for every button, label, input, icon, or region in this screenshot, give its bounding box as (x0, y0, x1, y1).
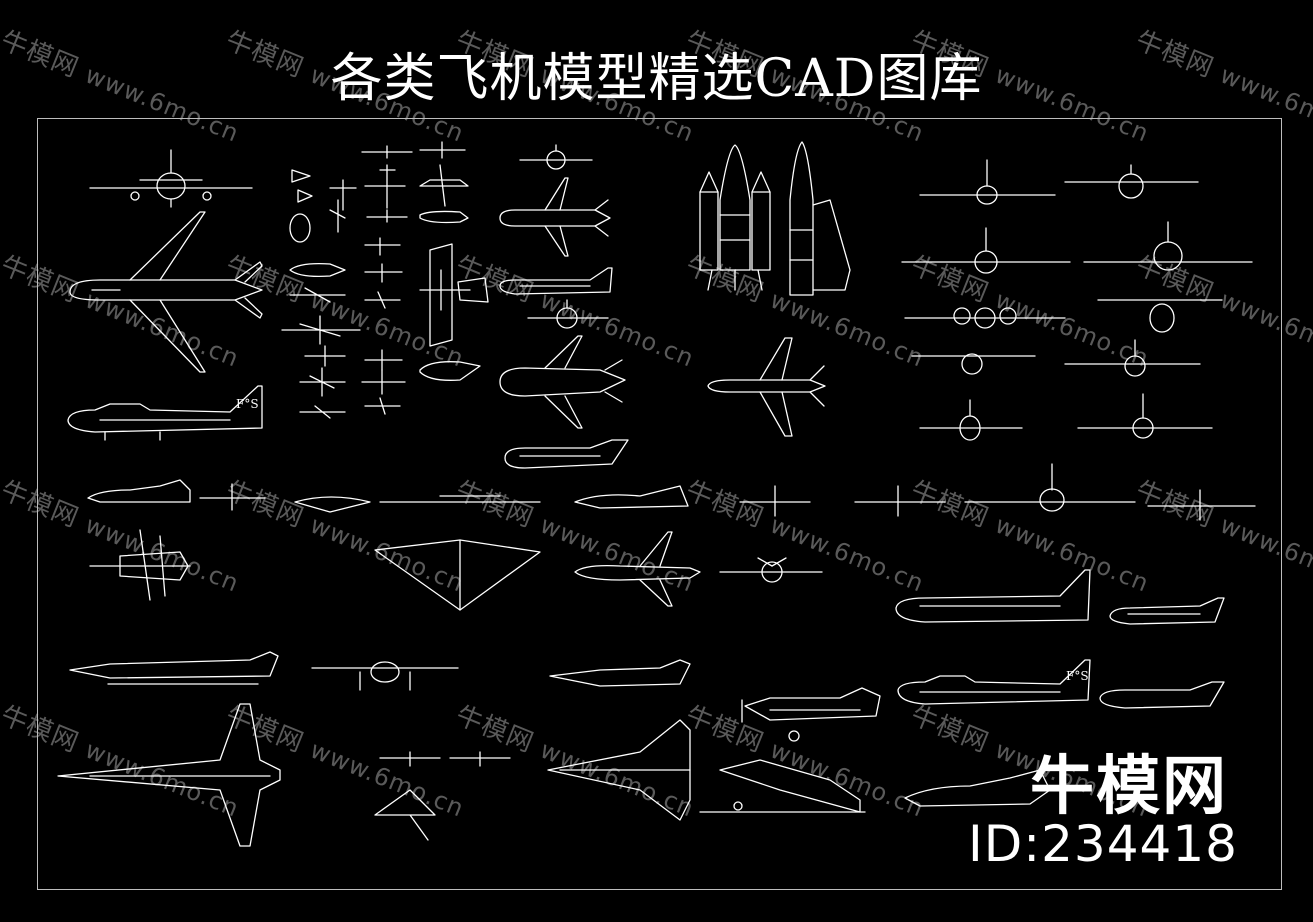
cargo-jet-side-right (1099, 681, 1225, 709)
stealth-jet-front (311, 661, 459, 691)
fighter-front-view (719, 557, 823, 583)
brand-logo: 牛模网 (1030, 750, 1228, 824)
small-aircraft-grid (281, 169, 361, 419)
id-label: ID:234418 (968, 815, 1238, 873)
supersonic-jet-side-center (549, 659, 691, 687)
svg-text:F°S: F°S (1066, 669, 1089, 683)
airliner-front-view (89, 149, 253, 208)
flying-wing-bomber (374, 539, 541, 611)
jetliner-side-small (499, 267, 613, 295)
propeller-fighter-perspective (699, 759, 866, 813)
jetliner-front-small (519, 144, 593, 170)
propeller-fighter-side (741, 687, 881, 742)
drawing-frame (37, 118, 1282, 890)
fighter-top-view (707, 337, 826, 437)
jumbo-jet-side-right: F°S (897, 659, 1091, 705)
prop-plane-top-view (419, 243, 489, 381)
aircraft-front-views-right (901, 159, 1253, 441)
fighter-top-views-small (361, 141, 469, 415)
space-shuttle-stack-front (699, 144, 771, 291)
fighter-top-view-left (89, 529, 191, 601)
jetliner-top-medium (499, 335, 626, 429)
jetliner-top-small (499, 177, 611, 257)
delta-wing-top-left (57, 703, 281, 847)
fighter-side-views-row (87, 463, 1256, 521)
supersonic-jet-side (69, 651, 279, 685)
fighter-side-lower-right (904, 769, 1051, 807)
tiny-jets (374, 751, 511, 841)
drawing-title: 各类飞机模型精选CAD图库 (330, 49, 983, 109)
airliner-top-view (69, 211, 263, 373)
airliner-side-long (895, 569, 1091, 623)
fighter-top-view-center (574, 531, 701, 607)
jumbo-jet-side-view: F°S (67, 385, 263, 441)
space-shuttle-stack-side (789, 141, 851, 296)
jetliner-front-medium (527, 299, 609, 329)
svg-text:F°S: F°S (236, 397, 259, 411)
regional-jet-side (1109, 597, 1225, 625)
cargo-jet-side (504, 439, 629, 469)
delta-wing-top-center (547, 719, 691, 821)
